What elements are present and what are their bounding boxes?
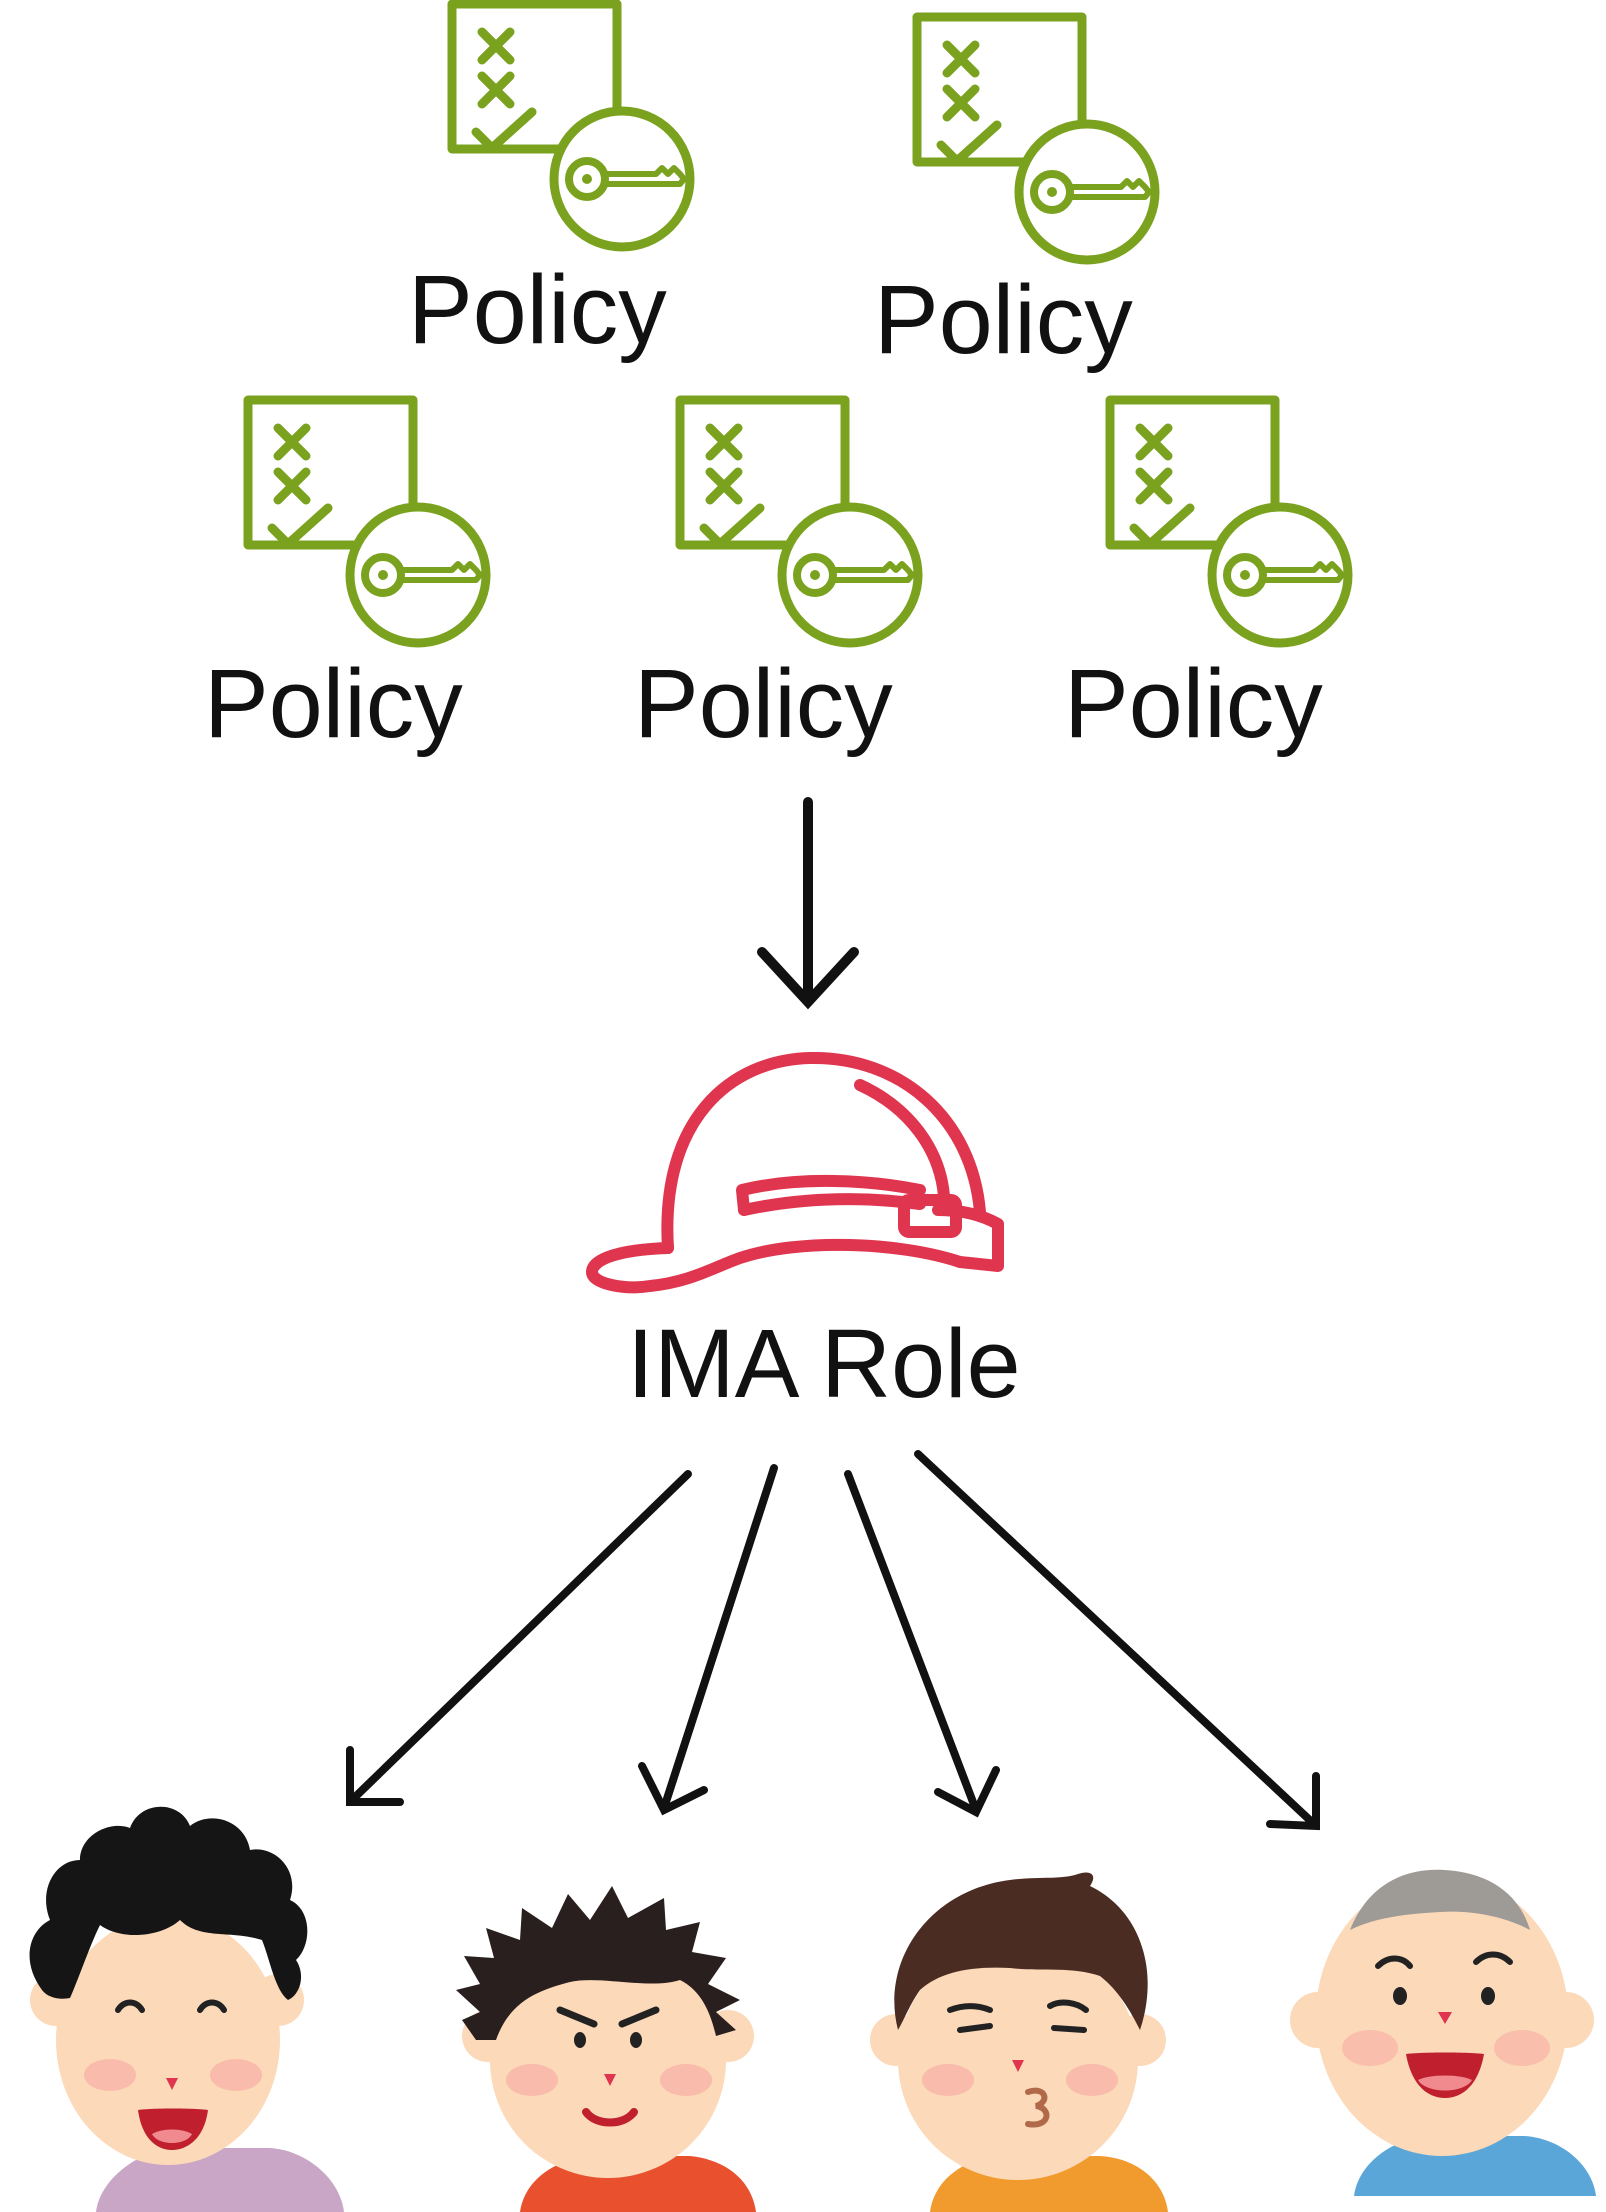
arrow-icon [638, 1464, 778, 1816]
policy-node: Policy [408, 4, 690, 364]
arrow-icon [844, 1470, 1000, 1818]
user-avatar [870, 1872, 1168, 2212]
person-spiky-hair-icon [456, 1886, 756, 2212]
person-bald-elder-icon [1290, 1869, 1596, 2196]
arrow-icon [346, 1470, 692, 1806]
policy-node: Policy [1064, 400, 1348, 758]
person-curly-hair-icon [29, 1806, 344, 2212]
person-whistling-icon [870, 1872, 1168, 2212]
policy-label: Policy [1064, 649, 1323, 758]
arrow-icon [914, 1450, 1320, 1831]
policy-label: Policy [408, 255, 667, 364]
arrows-to-users [346, 1450, 1320, 1831]
policy-label: Policy [634, 649, 893, 758]
policy-node: Policy [204, 400, 486, 758]
hard-hat-icon [586, 1051, 1004, 1294]
role-label: IMA Role [627, 1309, 1021, 1418]
policy-node: Policy [874, 17, 1155, 374]
user-avatar [1290, 1869, 1596, 2196]
user-avatar [456, 1886, 756, 2212]
role-node: IMA Role [586, 1051, 1021, 1418]
policy-label: Policy [874, 265, 1133, 374]
policy-icon [248, 400, 486, 643]
policy-icon [1110, 400, 1348, 643]
arrow-down-icon [757, 797, 859, 1010]
policy-icon [452, 4, 690, 247]
user-avatar [29, 1806, 344, 2212]
policy-node: Policy [634, 400, 918, 758]
policy-icon [917, 17, 1155, 260]
policy-label: Policy [204, 649, 463, 758]
policy-icon [680, 400, 918, 643]
